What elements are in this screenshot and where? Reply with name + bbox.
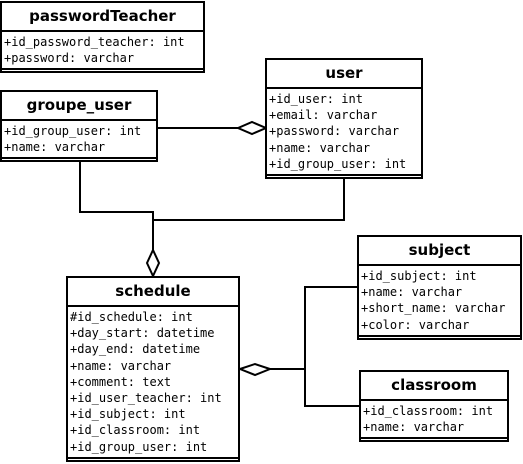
attribute-row: +short_name: varchar [361, 301, 506, 316]
attribute-row: +id_subject: int [361, 269, 477, 283]
attribute-row: #id_schedule: int [70, 310, 193, 324]
aggregation-diamond-schedule-right [237, 362, 273, 377]
attribute-row: +id_classroom: int [70, 423, 201, 438]
attribute-list: +id_classroom: int +name: varchar [361, 401, 507, 440]
attribute-row: +id_password_teacher: int [4, 35, 185, 49]
method-compartment [359, 337, 520, 342]
edge-user-to-schedule [153, 178, 345, 221]
class-title: groupe_user [2, 92, 156, 121]
attribute-row: +id_group_user: int [4, 124, 142, 138]
class-title: user [267, 60, 421, 89]
class-schedule[interactable]: schedule #id_schedule: int +day_start: da… [66, 276, 240, 462]
edge-groupe-user-to-schedule [79, 162, 154, 250]
attribute-row: +password: varchar [4, 51, 135, 66]
attribute-row: +name: varchar [361, 285, 463, 300]
class-passwordTeacher[interactable]: passwordTeacher +id_password_teacher: in… [0, 1, 205, 73]
class-title: schedule [68, 278, 238, 307]
edge-classroom-to-schedule [304, 369, 360, 407]
attribute-list: +id_group_user: int +name: varchar [2, 121, 156, 160]
class-title: passwordTeacher [2, 3, 203, 32]
attribute-row: +day_end: datetime [70, 342, 201, 357]
class-classroom[interactable]: classroom +id_classroom: int +name: varch… [359, 370, 509, 442]
attribute-list: +id_user: int +email: varchar+password: v… [267, 89, 421, 176]
method-compartment [267, 176, 421, 181]
attribute-row: +password: varchar [269, 124, 400, 139]
attribute-row: +id_user_teacher: int [70, 390, 222, 405]
aggregation-diamond-user [235, 120, 269, 136]
method-compartment [2, 159, 156, 164]
attribute-row: +id_group_user: int [70, 439, 208, 454]
method-compartment [2, 70, 203, 75]
attribute-row: +name: varchar [269, 140, 371, 155]
class-title: subject [359, 237, 520, 266]
attribute-row: +id_group_user: int [269, 156, 407, 171]
attribute-row: +name: varchar [4, 140, 106, 155]
attribute-row: +name: varchar [363, 420, 465, 435]
attribute-row: +day_start: datetime [70, 326, 215, 341]
class-title: classroom [361, 372, 507, 401]
attribute-list: +id_subject: int +name: varchar+short_nam… [359, 266, 520, 337]
class-user[interactable]: user +id_user: int +email: varchar+passwo… [265, 58, 423, 179]
aggregation-diamond-schedule-top [145, 247, 161, 279]
attribute-row: +color: varchar [361, 317, 470, 332]
attribute-row: +id_subject: int [70, 407, 186, 422]
attribute-row: +id_user: int [269, 92, 363, 106]
class-subject[interactable]: subject +id_subject: int +name: varchar+s… [357, 235, 522, 340]
class-groupe_user[interactable]: groupe_user +id_group_user: int +name: va… [0, 90, 158, 162]
edge-subject-to-schedule [270, 286, 358, 370]
attribute-row: +email: varchar [269, 108, 378, 123]
attribute-row: +id_classroom: int [363, 404, 494, 418]
attribute-list: #id_schedule: int +day_start: datetime+da… [68, 307, 238, 459]
attribute-row: +comment: text [70, 374, 172, 389]
attribute-list: +id_password_teacher: int +password: varc… [2, 32, 203, 71]
method-compartment [361, 439, 507, 444]
attribute-row: +name: varchar [70, 358, 172, 373]
